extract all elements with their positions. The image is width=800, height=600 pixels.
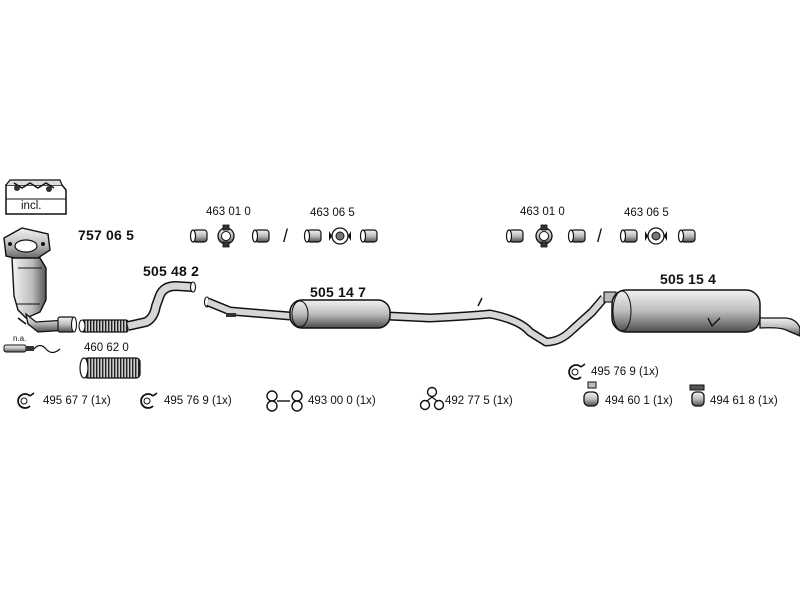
clamp-icon <box>140 392 158 409</box>
mount-left-option-a: 463 01 0 <box>206 206 251 218</box>
accessory-clamp-1: 495 67 7 (1x) <box>43 395 111 407</box>
accessory-clamp-2: 495 76 9 (1x) <box>164 395 232 407</box>
clamp-icon <box>217 224 235 248</box>
accessory-bracket-1: 494 60 1 (1x) <box>605 395 673 407</box>
part-number-rear-silencer: 505 15 4 <box>660 271 717 287</box>
accessory-bracket-2: 494 61 8 (1x) <box>710 395 778 407</box>
accessory-clamp-rear: 495 76 9 (1x) <box>591 366 659 378</box>
kit-box-label: incl. <box>21 200 42 212</box>
sleeve-icon <box>619 229 638 243</box>
rear-silencer-icon <box>603 289 800 337</box>
sleeve-icon <box>677 229 696 243</box>
part-number-middle-silencer: 505 14 7 <box>310 284 367 300</box>
clamp-icon <box>17 392 35 409</box>
accessory-mount-pair: 493 00 0 (1x) <box>308 395 376 407</box>
accessory-triple-mount: 492 77 5 (1x) <box>445 395 513 407</box>
sleeve-icon <box>359 229 378 243</box>
front-pipe-icon <box>126 281 197 331</box>
kit-box-icon <box>5 179 67 215</box>
gasket-icon <box>328 227 352 245</box>
mount-left-option-b: 463 06 5 <box>310 207 355 219</box>
middle-silencer-icon <box>289 299 391 329</box>
lambda-sensor-label: n.a. <box>13 334 27 343</box>
clamp-icon <box>568 363 586 380</box>
sleeve-icon <box>303 229 322 243</box>
bracket-icon <box>583 381 599 407</box>
gasket-icon <box>644 227 668 245</box>
mount-right-separator: / <box>597 226 603 246</box>
rubber-mount-icon <box>266 390 303 412</box>
mount-right-option-a: 463 01 0 <box>520 206 565 218</box>
sleeve-icon <box>189 229 208 243</box>
sleeve-icon <box>251 229 270 243</box>
clamp-icon <box>535 224 553 248</box>
middle-pipe-icon <box>203 295 608 347</box>
bracket-icon <box>689 384 705 407</box>
mount-right-option-b: 463 06 5 <box>624 207 669 219</box>
sleeve-icon <box>505 229 524 243</box>
sleeve-icon <box>567 229 586 243</box>
part-number-front-pipe: 505 48 2 <box>143 263 200 279</box>
catalytic-converter-icon <box>3 227 78 333</box>
part-number-flex-pipe: 460 62 0 <box>84 342 129 354</box>
mount-left-separator: / <box>283 226 289 246</box>
rubber-mount-icon <box>419 386 445 411</box>
part-number-catalytic-converter: 757 06 5 <box>78 227 135 243</box>
flex-pipe-icon <box>78 319 141 379</box>
lambda-sensor-icon <box>3 317 61 354</box>
